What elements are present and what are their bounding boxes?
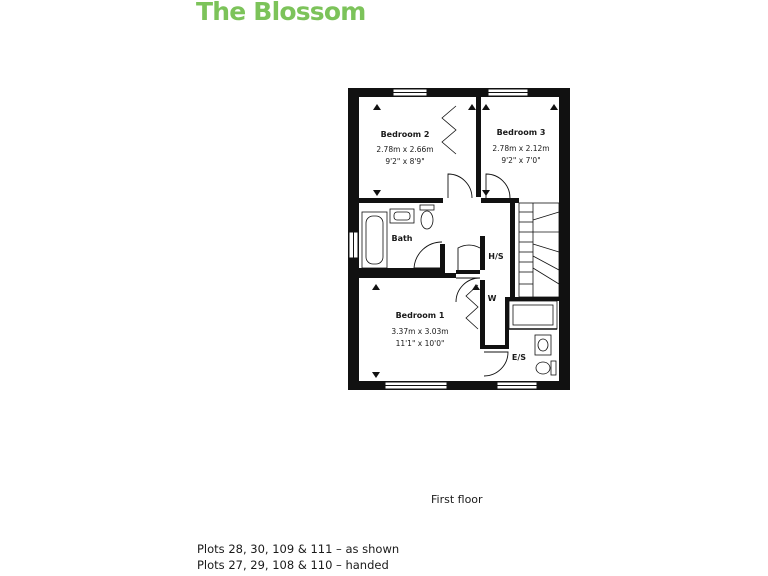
ensuite-toilet (535, 361, 551, 375)
ensuite-fixtures (508, 300, 558, 376)
door-bath (413, 241, 443, 269)
toilet-cistern (419, 204, 435, 211)
bedroom1-label: Bedroom 1 (396, 311, 445, 320)
bedroom2-metric: 2.78m x 2.66m (376, 145, 433, 154)
hs-label: H/S (488, 252, 504, 261)
dimension-arrows (372, 104, 558, 378)
bedroom2-label: Bedroom 2 (381, 130, 430, 139)
ensuite-label: E/S (512, 353, 526, 362)
bath-label: Bath (391, 234, 412, 243)
bedroom3-metric: 2.78m x 2.12m (492, 144, 549, 153)
plots-as-shown: Plots 28, 30, 109 & 111 – as shown (197, 542, 400, 556)
toilet (420, 210, 434, 230)
floor-label: First floor (431, 493, 483, 506)
door-ensuite (483, 351, 509, 377)
bedroom3-label: Bedroom 3 (497, 128, 546, 137)
interior-walls (359, 97, 559, 349)
door-bedroom2 (447, 173, 473, 199)
door-bedroom3 (485, 173, 511, 199)
wardrobe-doors (441, 105, 479, 330)
door-bedroom1 (455, 277, 481, 303)
staircase (518, 202, 560, 298)
wardrobe-label: W (488, 294, 497, 303)
doors (413, 173, 511, 377)
bedroom2-imperial: 9'2" x 8'9" (385, 157, 424, 166)
plots-note: Plots 28, 30, 109 & 111 – as shown Plots… (197, 541, 399, 573)
bath-fixtures (361, 204, 435, 269)
page-title: The Blossom (196, 0, 366, 26)
bedroom3-imperial: 9'2" x 7'0" (501, 156, 540, 165)
windows (348, 88, 538, 390)
door-hs (457, 244, 481, 270)
plots-handed: Plots 27, 29, 108 & 110 – handed (197, 558, 389, 572)
bedroom1-metric: 3.37m x 3.03m (391, 327, 448, 336)
bedroom1-imperial: 11'1" x 10'0" (396, 339, 445, 348)
